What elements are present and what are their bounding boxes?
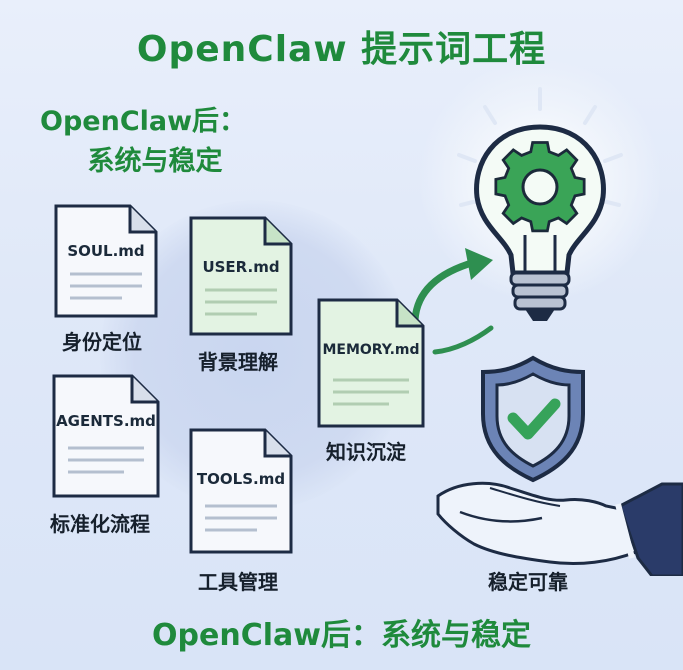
document-icon bbox=[189, 428, 293, 554]
file-name: TOOLS.md bbox=[196, 470, 286, 488]
open-hand-icon bbox=[436, 481, 683, 576]
document-icon bbox=[317, 298, 425, 428]
gear-icon bbox=[494, 141, 586, 233]
document-icon bbox=[54, 204, 158, 318]
document-icon bbox=[189, 216, 293, 336]
file-name: SOUL.md bbox=[67, 242, 145, 260]
file-card-user: USER.md bbox=[187, 214, 295, 338]
file-name: AGENTS.md bbox=[56, 412, 156, 430]
caption-reliable: 稳定可靠 bbox=[488, 570, 568, 594]
file-card-tools: TOOLS.md bbox=[187, 426, 295, 556]
file-card-memory: MEMORY.md bbox=[315, 296, 427, 430]
file-card-soul: SOUL.md bbox=[52, 202, 160, 320]
subtitle-line-1: OpenClaw后： bbox=[40, 106, 247, 137]
document-icon bbox=[52, 374, 160, 498]
subtitle-line-2: 系统与稳定 bbox=[87, 146, 223, 177]
file-name: USER.md bbox=[202, 258, 280, 276]
caption-process: 标准化流程 bbox=[50, 512, 150, 536]
caption-tools: 工具管理 bbox=[198, 570, 278, 594]
caption-background: 背景理解 bbox=[198, 350, 278, 374]
subtitle: OpenClaw后： 系统与稳定 bbox=[40, 102, 246, 182]
footer-title: OpenClaw后：系统与稳定 bbox=[152, 618, 531, 653]
file-card-agents: AGENTS.md bbox=[50, 372, 162, 500]
caption-identity: 身份定位 bbox=[62, 330, 142, 354]
file-name: MEMORY.md bbox=[322, 342, 420, 358]
page-title: OpenClaw 提示词工程 bbox=[136, 29, 547, 70]
curved-arrow-icon bbox=[411, 248, 494, 355]
shield-check-icon bbox=[481, 355, 585, 483]
caption-memory: 知识沉淀 bbox=[326, 440, 406, 464]
